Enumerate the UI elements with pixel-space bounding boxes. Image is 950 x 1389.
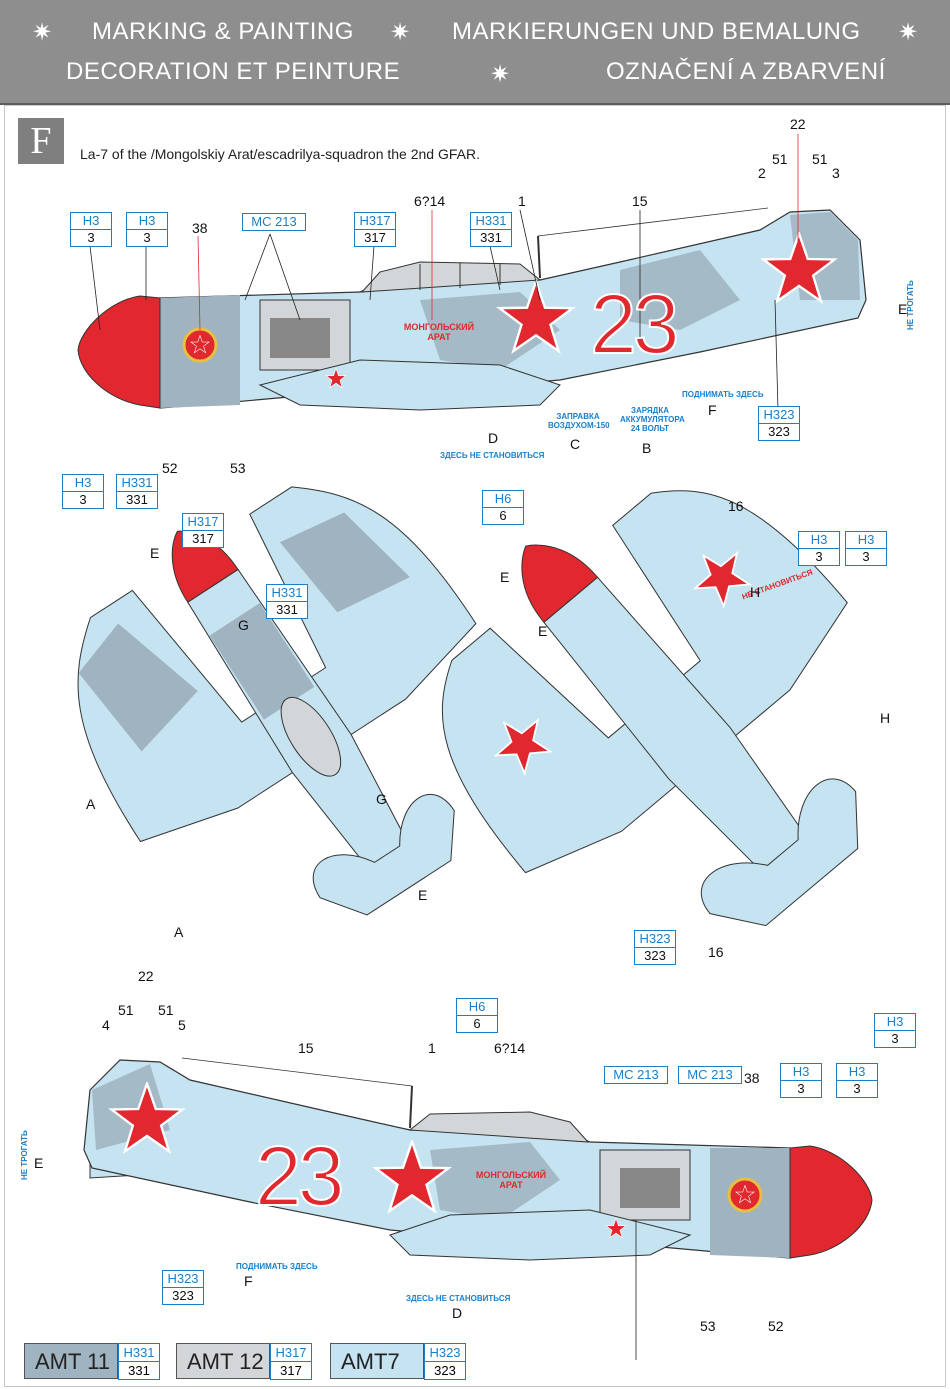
section-letter: F: [18, 118, 64, 164]
callout-label: 53: [230, 460, 246, 476]
callout-label: 1: [428, 1040, 436, 1056]
callout-label: A: [86, 796, 96, 812]
callout-label: 22: [790, 116, 806, 132]
callout-label: 1: [518, 193, 526, 209]
side-view-right-profile: [83, 1057, 873, 1261]
callout-label: 6?14: [494, 1040, 526, 1056]
fuselage-inscription: МОНГОЛЬСКИЙ АРАТ: [475, 1170, 547, 1190]
stencil-note: ЗАРЯДКА АККУМУЛЯТОРА 24 ВОЛЬТ: [620, 406, 685, 433]
callout-label: H: [880, 710, 891, 726]
callout-label: 16: [728, 498, 744, 514]
stencil-note: ПОДНИМАТЬ ЗДЕСЬ: [236, 1262, 318, 1271]
separator-icon: ✷: [490, 61, 511, 88]
content-frame: [4, 105, 946, 1387]
fuselage-inscription: МОНГОЛЬСКИЙ АРАТ: [403, 322, 475, 342]
callout-label: 51: [118, 1002, 134, 1018]
callout-label: 22: [138, 968, 154, 984]
callout-label: E: [500, 569, 510, 585]
separator-icon: ✷: [390, 19, 411, 46]
callout-label: 52: [768, 1318, 784, 1334]
callout-label: F: [708, 402, 717, 418]
stencil-note: НЕ ТРОГАТЬ: [906, 280, 915, 330]
callout-label: E: [898, 301, 908, 317]
callout-label: H: [750, 584, 761, 600]
leader-lines: [89, 209, 779, 1360]
callout-label: 3: [832, 165, 840, 181]
callout-label: E: [418, 887, 428, 903]
diagram-caption: La-7 of the /Mongolskiy Arat/escadrilya-…: [80, 146, 480, 162]
callout-label: 5: [178, 1017, 186, 1033]
top-view-upper-surface: [77, 486, 477, 916]
callout-label: 4: [102, 1017, 110, 1033]
callout-label: 15: [298, 1040, 314, 1056]
callout-label: B: [642, 440, 652, 456]
callout-label: 6?14: [414, 193, 446, 209]
separator-icon: ✷: [898, 19, 919, 46]
stencil-note: ЗДЕСЬ НЕ СТАНОВИТЬСЯ: [440, 451, 545, 460]
callout-label: D: [488, 430, 499, 446]
color-swatch: AMT 12: [176, 1343, 270, 1379]
stencil-note: НЕ ТРОГАТЬ: [20, 1130, 29, 1180]
callout-label: 53: [700, 1318, 716, 1334]
callout-label: A: [174, 924, 184, 940]
separator-icon: ✷: [32, 19, 53, 46]
callout-label: E: [538, 623, 548, 639]
callout-label: 52: [162, 460, 178, 476]
header-title-en: MARKING & PAINTING: [92, 18, 354, 45]
callout-label: D: [452, 1305, 463, 1321]
callout-label: 51: [772, 151, 788, 167]
callout-label: 16: [708, 944, 724, 960]
callout-label: G: [376, 791, 387, 807]
callout-label: 38: [192, 220, 208, 236]
callout-label: C: [570, 436, 581, 452]
header-title-cz: OZNAČENÍ A ZBARVENÍ: [606, 58, 886, 85]
page-header: ✷ MARKING & PAINTING ✷ MARKIERUNGEN UND …: [0, 0, 950, 105]
header-title-fr: DECORATION ET PEINTURE: [66, 58, 401, 85]
callout-label: 51: [158, 1002, 174, 1018]
header-title-de: MARKIERUNGEN UND BEMALUNG: [452, 18, 861, 45]
stencil-note: ЗАПРАВКА ВОЗДУХОМ-150: [548, 412, 610, 430]
callout-label: G: [238, 617, 249, 633]
side-view-left-profile: [77, 134, 867, 411]
stencil-note: ЗДЕСЬ НЕ СТАНОВИТЬСЯ: [406, 1294, 511, 1303]
stencil-note: ПОДНИМАТЬ ЗДЕСЬ: [682, 390, 764, 399]
color-code-box: MC 213: [678, 1066, 742, 1084]
tail-number: 23: [254, 1128, 345, 1224]
callout-label: E: [34, 1155, 44, 1171]
callout-label: 15: [632, 193, 648, 209]
tail-number: 23: [589, 276, 680, 372]
callout-label: 38: [744, 1070, 760, 1086]
callout-label: 51: [812, 151, 828, 167]
bottom-view-under-surface: [441, 490, 859, 927]
color-swatch: AMT 11: [24, 1343, 118, 1379]
color-swatch: AMT7: [330, 1343, 424, 1379]
callout-label: 2: [758, 165, 766, 181]
color-code-box: MC 213: [242, 213, 306, 231]
callout-label: F: [244, 1273, 253, 1289]
color-code-box: MC 213: [604, 1066, 668, 1084]
callout-label: E: [150, 545, 160, 561]
